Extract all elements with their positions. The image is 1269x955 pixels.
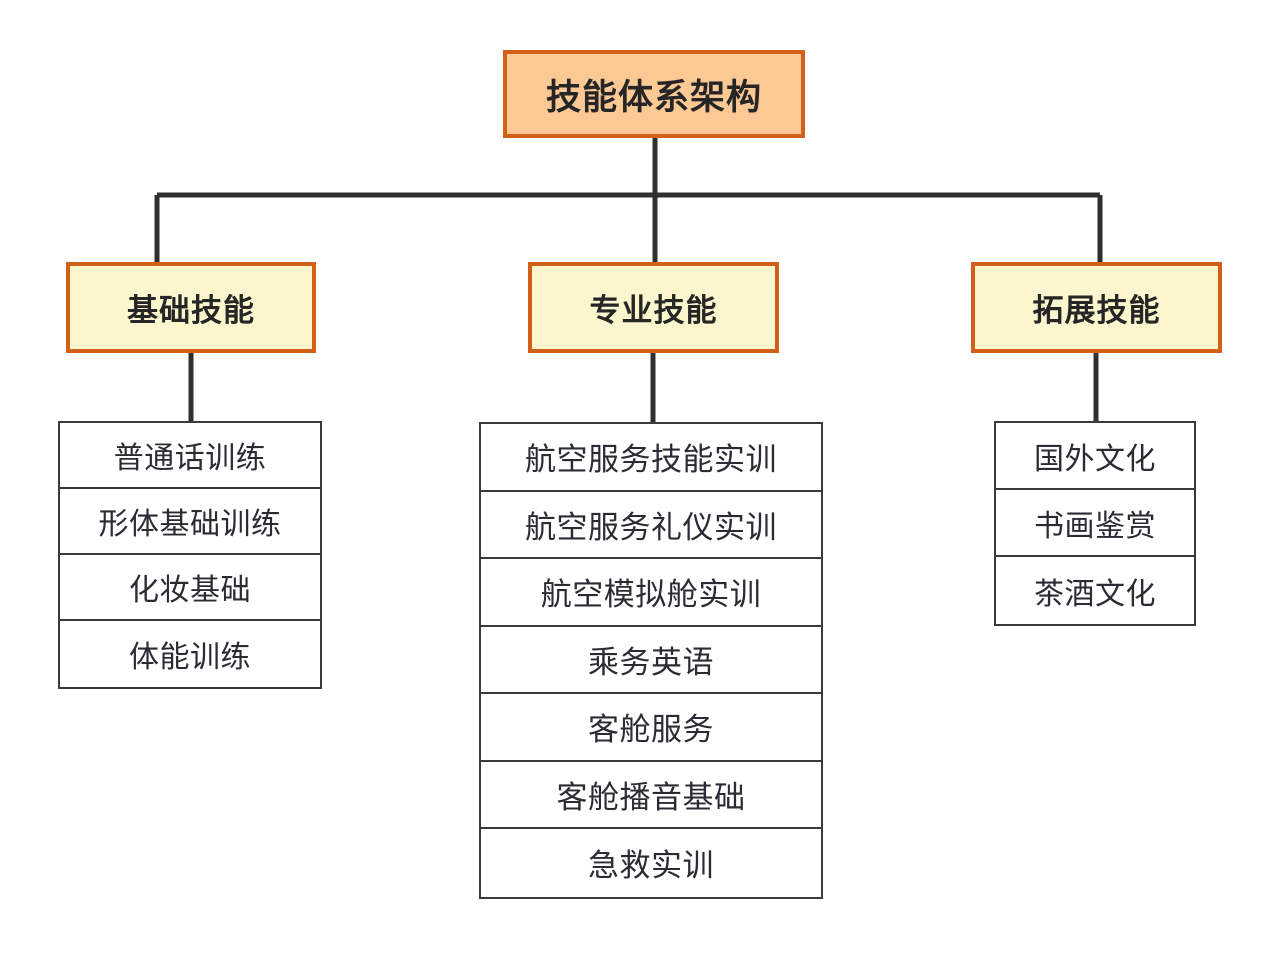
leaf-item[interactable]: 茶酒文化 bbox=[1034, 577, 1156, 611]
leaf-list-extended-skills: 国外文化 书画鉴赏 茶酒文化 bbox=[994, 421, 1196, 626]
branch-node-basic-skills[interactable]: 基础技能 bbox=[66, 262, 316, 353]
leaf-item[interactable]: 乘务英语 bbox=[481, 627, 821, 694]
leaf-list-professional-skills: 航空服务技能实训 航空服务礼仪实训 航空模拟舱实训 乘务英语 客舱服务 客舱播音… bbox=[479, 422, 823, 899]
leaf-item[interactable]: 形体基础训练 bbox=[60, 489, 320, 555]
leaf-item[interactable]: 普通话训练 bbox=[60, 423, 320, 489]
leaf-item[interactable]: 急救实训 bbox=[588, 848, 714, 884]
leaf-item[interactable]: 书画鉴赏 bbox=[996, 490, 1194, 557]
leaf-item[interactable]: 国外文化 bbox=[996, 423, 1194, 490]
leaf-list-basic-skills: 普通话训练 形体基础训练 化妆基础 体能训练 bbox=[58, 421, 322, 689]
leaf-item[interactable]: 客舱服务 bbox=[481, 694, 821, 762]
leaf-item[interactable]: 体能训练 bbox=[129, 641, 251, 674]
leaf-item[interactable]: 航空模拟舱实训 bbox=[481, 559, 821, 627]
branch-node-extended-skills[interactable]: 拓展技能 bbox=[971, 262, 1222, 353]
leaf-item[interactable]: 航空服务技能实训 bbox=[481, 424, 821, 492]
branch-node-professional-skills[interactable]: 专业技能 bbox=[528, 262, 779, 353]
leaf-item[interactable]: 航空服务礼仪实训 bbox=[481, 492, 821, 559]
root-node[interactable]: 技能体系架构 bbox=[503, 50, 805, 138]
leaf-item[interactable]: 客舱播音基础 bbox=[481, 762, 821, 829]
leaf-item[interactable]: 化妆基础 bbox=[60, 555, 320, 621]
